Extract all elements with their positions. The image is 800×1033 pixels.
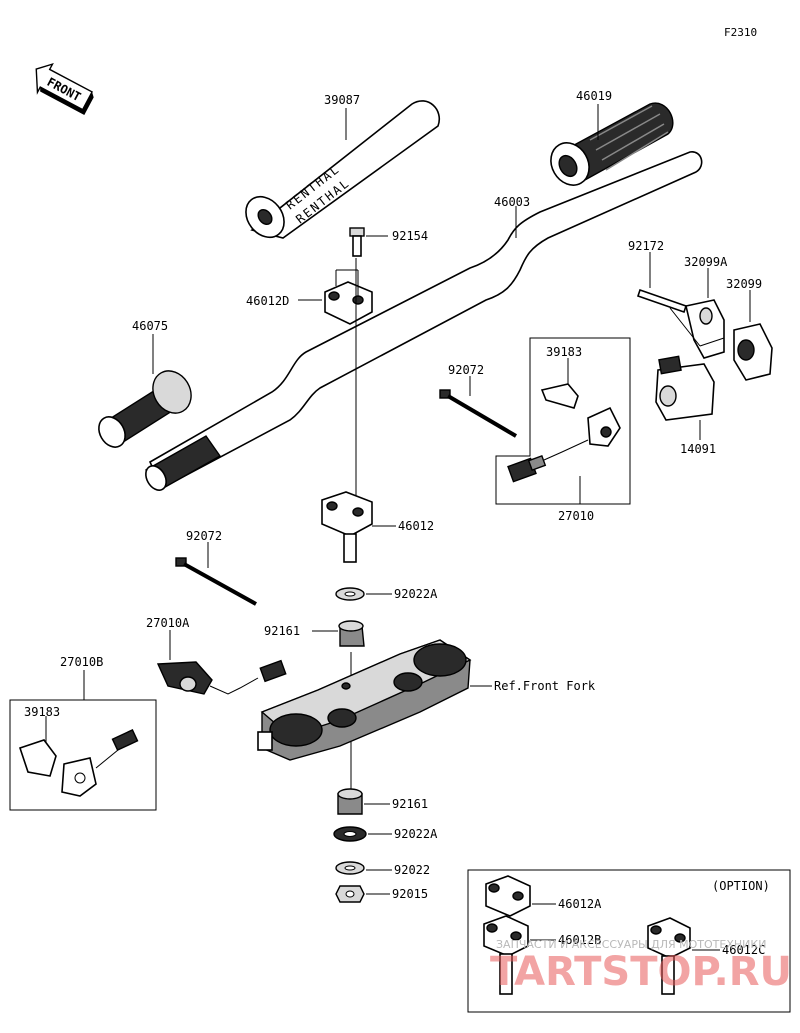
- switch-upper: [507, 406, 621, 483]
- nut: [335, 885, 365, 903]
- label-92022A-lower: 92022A: [394, 827, 438, 841]
- cable-tie-lower: [175, 557, 257, 606]
- option-holder-c: [647, 917, 691, 995]
- switch-b: [18, 728, 139, 797]
- watermark-tagline: ЗАПЧАСТИ И АКСЕССУАРЫ ДЛЯ МОТОТЕХНИКИ: [496, 938, 766, 951]
- option-clamp-a: [485, 875, 531, 917]
- label-32099: 32099: [726, 277, 762, 291]
- label-46012D: 46012D: [246, 294, 289, 308]
- bolt-92172: [636, 288, 688, 314]
- cable-tie-upper: [439, 389, 518, 438]
- label-ref-front-fork: Ref.Front Fork: [494, 679, 596, 693]
- watermark-logo: TARTSTOP.RU: [490, 949, 792, 995]
- label-92161-lower: 92161: [392, 797, 428, 811]
- throttle-housing-a: [685, 299, 725, 359]
- label-39087: 39087: [324, 93, 360, 107]
- switch-bracket: [495, 337, 631, 505]
- right-grip: [550, 102, 674, 186]
- label-92161-upper: 92161: [264, 624, 300, 638]
- label-92154: 92154: [392, 229, 428, 243]
- label-46003: 46003: [494, 195, 530, 209]
- label-27010: 27010: [558, 509, 594, 523]
- label-27010B: 27010B: [60, 655, 103, 669]
- throttle-housing: [733, 323, 773, 381]
- label-46019: 46019: [576, 89, 612, 103]
- bushing-lower: [337, 788, 363, 815]
- handlebar-holder: [321, 491, 373, 563]
- label-92072-upper: 92072: [448, 363, 484, 377]
- label-39183-lower: 39183: [24, 705, 60, 719]
- label-92072-lower: 92072: [186, 529, 222, 543]
- triple-clamp: [257, 639, 472, 761]
- label-39183-upper: 39183: [546, 345, 582, 359]
- label-14091: 14091: [680, 442, 716, 456]
- bolt-92154: [349, 227, 365, 257]
- label-92015: 92015: [392, 887, 428, 901]
- left-grip: [98, 370, 192, 448]
- bushing-upper: [338, 620, 365, 647]
- option-holder-b: [483, 915, 529, 995]
- figure-code: F2310: [724, 26, 757, 39]
- switch-b-box: [9, 699, 157, 811]
- label-46075: 46075: [132, 319, 168, 333]
- label-46012: 46012: [398, 519, 434, 533]
- clip-upper: [540, 383, 579, 409]
- front-arrow-icon: FRONT: [35, 62, 94, 116]
- switch-a: [156, 659, 287, 695]
- label-46012B: 46012B: [558, 933, 601, 947]
- label-92022: 92022: [394, 863, 430, 877]
- label-46012A: 46012A: [558, 897, 602, 911]
- handlebar: [144, 151, 703, 491]
- housing-cover: [655, 355, 715, 421]
- upper-clamp: [324, 281, 373, 325]
- bar-pad: RENTHAL RENTHAL: [245, 100, 441, 239]
- label-92172: 92172: [628, 239, 664, 253]
- label-92022A-upper: 92022A: [394, 587, 438, 601]
- option-title: (OPTION): [712, 879, 770, 893]
- label-46012C: 46012C: [722, 943, 765, 957]
- label-32099A: 32099A: [684, 255, 728, 269]
- label-27010A: 27010A: [146, 616, 190, 630]
- option-box: [467, 869, 791, 1013]
